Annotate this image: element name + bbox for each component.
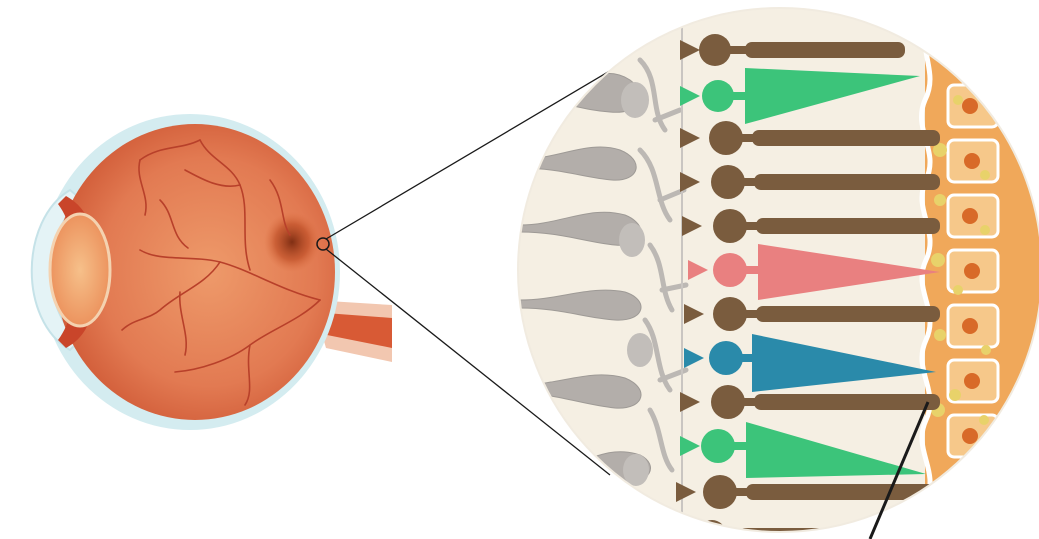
macula [264, 212, 320, 272]
eyeball [32, 114, 392, 430]
lens [50, 214, 110, 326]
retinal-pigment-epithelium [921, 20, 1039, 539]
retina-magnified [518, 8, 1039, 539]
